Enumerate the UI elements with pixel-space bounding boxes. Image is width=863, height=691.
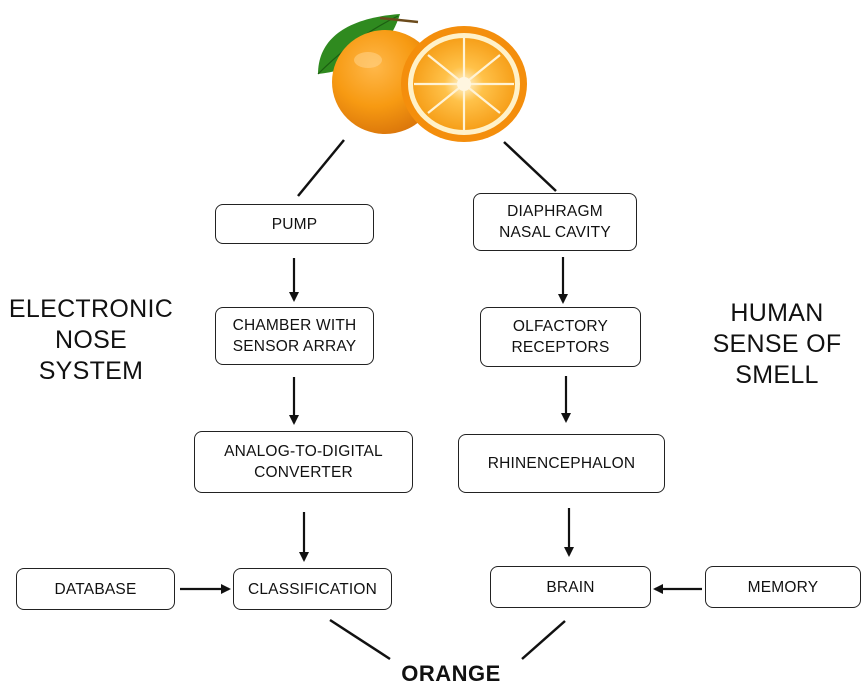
adc-box: ANALOG-TO-DIGITAL CONVERTER bbox=[194, 431, 413, 493]
memory-box: MEMORY bbox=[705, 566, 861, 608]
database-box: DATABASE bbox=[16, 568, 175, 610]
classification-box: CLASSIFICATION bbox=[233, 568, 392, 610]
connector-line bbox=[503, 141, 557, 192]
pump-box: PUMP bbox=[215, 204, 374, 244]
human-smell-title: HUMAN SENSE OF SMELL bbox=[712, 299, 842, 389]
sensor-array-chamber-box: CHAMBER WITH SENSOR ARRAY bbox=[215, 307, 374, 365]
olfactory-receptors-box: OLFACTORY RECEPTORS bbox=[480, 307, 641, 367]
connector-line bbox=[521, 620, 566, 660]
connector-line bbox=[297, 139, 345, 197]
diaphragm-nasal-cavity-box: DIAPHRAGM NASAL CAVITY bbox=[473, 193, 637, 251]
brain-box: BRAIN bbox=[490, 566, 651, 608]
electronic-nose-title: ELECTRONIC NOSE SYSTEM bbox=[8, 295, 174, 385]
orange-fruit-icon bbox=[317, 14, 527, 142]
connector-line bbox=[329, 618, 391, 661]
rhinencephalon-box: RHINENCEPHALON bbox=[458, 434, 665, 493]
orange-output-label: ORANGE bbox=[401, 661, 501, 686]
